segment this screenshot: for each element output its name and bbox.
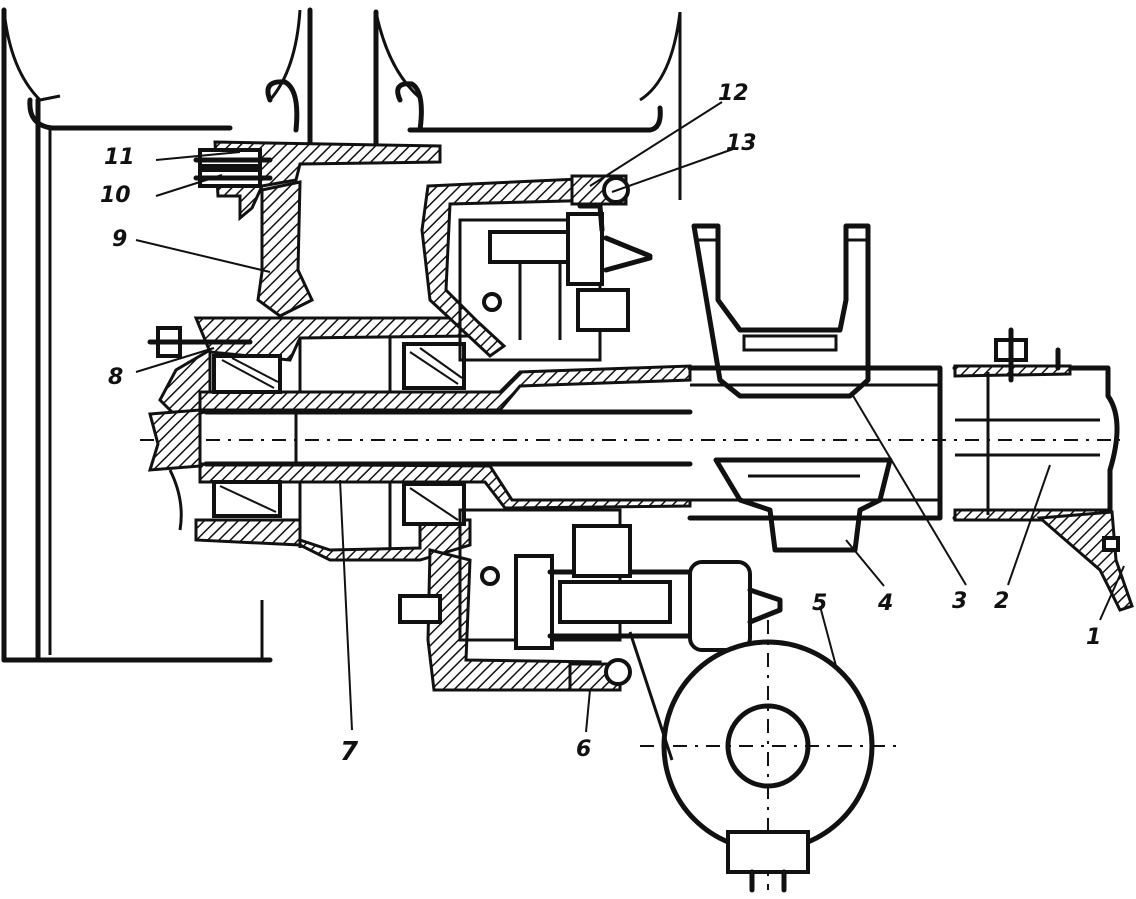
callout-10: 10 bbox=[100, 183, 131, 208]
bearing-outer-bottom bbox=[402, 482, 466, 526]
hub-bolt bbox=[147, 326, 253, 358]
bearing-outer-top bbox=[402, 342, 466, 390]
callout-13: 13 bbox=[726, 131, 757, 156]
mudflap-bracket bbox=[1036, 510, 1134, 612]
callout-12: 12 bbox=[718, 81, 749, 106]
hub-section bbox=[158, 338, 692, 562]
callout-6: 6 bbox=[576, 737, 591, 762]
bearing-inner-top bbox=[212, 354, 282, 394]
callout-7: 7 bbox=[340, 737, 359, 767]
drum-clamp-bolt bbox=[570, 174, 630, 206]
chamber-clamp-bolt bbox=[568, 658, 632, 692]
brake-chamber bbox=[628, 620, 900, 893]
lower-bracket bbox=[713, 457, 893, 553]
hub-cap bbox=[147, 408, 202, 531]
callout-11: 11 bbox=[104, 145, 135, 170]
brake-anchor-top bbox=[458, 203, 653, 362]
callout-labels: 11 10 9 8 12 13 1 2 3 4 5 6 7 bbox=[100, 81, 1101, 767]
callout-9: 9 bbox=[112, 227, 127, 252]
leader-lines bbox=[135, 101, 1125, 733]
spring-seat-bracket bbox=[691, 223, 871, 399]
callout-2: 2 bbox=[994, 589, 1009, 614]
bearing-inner-bottom bbox=[212, 480, 282, 518]
callout-8: 8 bbox=[108, 365, 123, 390]
tyre-outer-right bbox=[265, 7, 682, 200]
callout-3: 3 bbox=[952, 589, 967, 614]
callout-1: 1 bbox=[1086, 625, 1101, 650]
beam-bolt bbox=[994, 327, 1061, 383]
callout-5: 5 bbox=[812, 591, 827, 616]
callout-4: 4 bbox=[877, 591, 893, 616]
tyre-outer-left bbox=[1, 7, 302, 663]
brake-camshaft bbox=[398, 508, 783, 652]
axle-shaft bbox=[140, 409, 1120, 467]
axle-beam bbox=[687, 364, 1120, 522]
